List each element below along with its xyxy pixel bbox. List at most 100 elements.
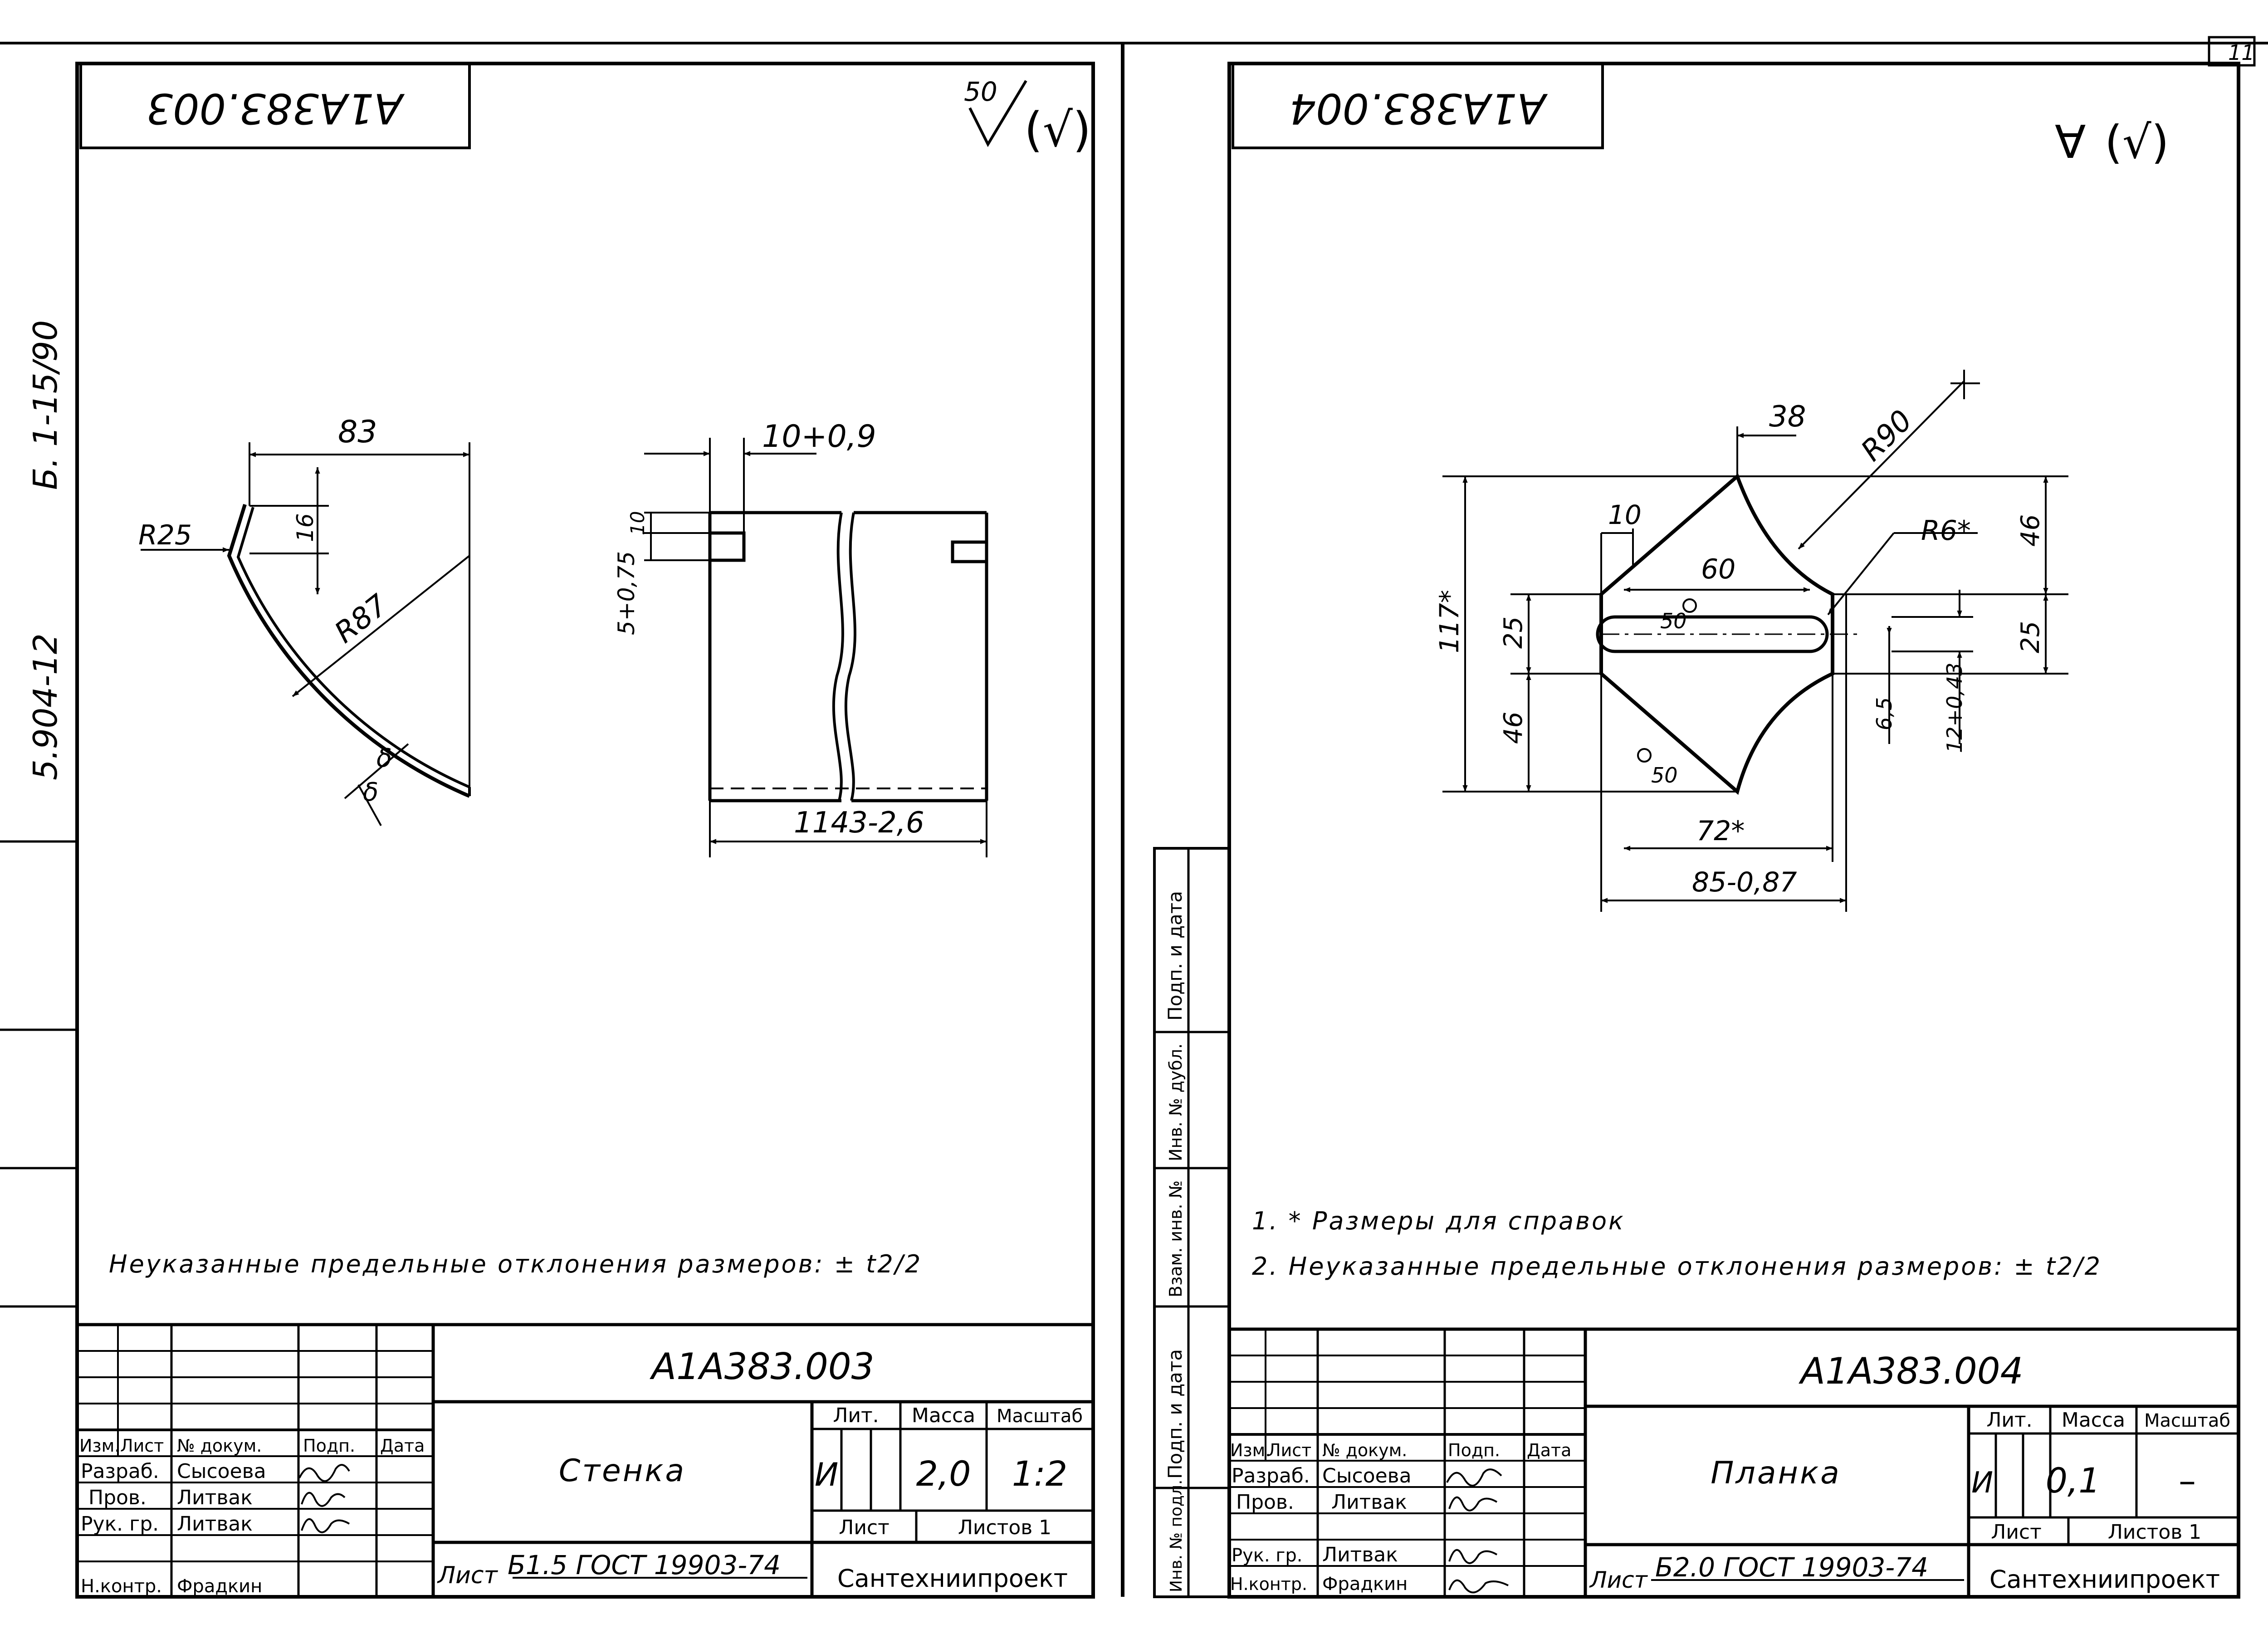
dim-25-left: 25 [1499, 616, 1528, 649]
left-tb-role-3: Рук. гр. [81, 1512, 159, 1536]
left-signature-1 [298, 1464, 350, 1482]
wall-development-view: 1143-2,6 10+0,9 10 5+0,75 [613, 419, 988, 857]
right-tb-mass-value: 0,1 [2046, 1460, 2101, 1501]
right-tb-h-date: Дата [1527, 1440, 1571, 1460]
dim-72: 72* [1696, 815, 1745, 847]
right-tb-role-2: Пров. [1236, 1491, 1294, 1514]
right-tb-material: Б2.0 ГОСТ 19903-74 [1655, 1552, 1928, 1583]
left-tb-lit-label: Лит. [833, 1404, 879, 1427]
left-tb-h-sign: Подп. [303, 1436, 355, 1456]
left-sheet: А1А383.003 50 (√) 83 16 R25 R87 δ [75, 62, 1095, 1599]
dim-25-right: 25 [2016, 621, 2045, 653]
left-tb-role-2: Пров. [88, 1486, 147, 1509]
left-tb-person-1: Сысоева [177, 1460, 266, 1483]
right-tb-h-sign: Подп. [1448, 1440, 1500, 1460]
right-tb-designation: А1А383.004 [1798, 1350, 2023, 1392]
right-signature-2 [1448, 1496, 1498, 1512]
left-tb-mass-value: 2,0 [916, 1453, 971, 1494]
right-sheet: Подп. и дата Инв. № дубл. Взам. инв. № П… [1121, 43, 2240, 1599]
left-tb-role-4: Н.контр. [81, 1576, 162, 1597]
side-stamp-1: Подп. и дата [1164, 891, 1186, 1021]
left-tb-person-2: Литвак [177, 1486, 253, 1509]
left-tb-h-date: Дата [380, 1436, 425, 1456]
right-signature-4 [1448, 1579, 1509, 1594]
dim-6-5: 6,5 [1872, 697, 1897, 730]
right-tb-person-2: Литвак [1331, 1491, 1407, 1514]
left-tb-person-3: Литвак [177, 1512, 253, 1536]
right-tb-scale-value: – [2179, 1460, 2196, 1501]
left-tb-sheet-label: Лист [839, 1516, 890, 1539]
dim-thickness-top: δ [376, 744, 392, 773]
margin-series: Б. 1-15/90 [26, 320, 64, 490]
right-tb-mass-label: Масса [2062, 1409, 2125, 1432]
left-tb-h-list: Лист [120, 1436, 164, 1456]
right-corner-code-box [1232, 62, 1604, 149]
dim-38: 38 [1769, 400, 1806, 434]
dim-10: 10 [1608, 499, 1642, 530]
left-tb-h-doc: № докум. [177, 1436, 262, 1456]
right-roughness-value: ∀ [2055, 116, 2086, 169]
dim-12: 12+0,43 [1942, 663, 1967, 753]
right-tb-name: Планка [1711, 1455, 1841, 1491]
side-stamp-2: Инв. № дубл. [1166, 1043, 1186, 1161]
wall-arc-view: 83 16 R25 R87 δ δ [138, 414, 471, 826]
right-signature-1 [1446, 1468, 1502, 1487]
left-corner-code: А1А383.003 [147, 84, 405, 133]
left-signature-3 [301, 1518, 350, 1533]
dim-16: 16 [292, 513, 318, 542]
right-tb-material-prefix: Лист [1589, 1567, 1648, 1593]
right-tb-h-izm: Изм. [1230, 1440, 1271, 1460]
dim-thickness-bottom: δ [363, 778, 378, 807]
right-note-1: 1. * Размеры для справок [1252, 1207, 1625, 1235]
dim-10-slot: 10 [626, 511, 649, 535]
rough-50-slot: 50 [1660, 609, 1687, 633]
roughness-mark-edge [1637, 748, 1652, 763]
left-corner-code-box [79, 62, 471, 149]
dim-46-left: 46 [1499, 712, 1528, 744]
dim-5-075: 5+0,75 [613, 551, 640, 635]
left-tb-mass-label: Масса [912, 1404, 975, 1427]
right-tb-person-4: Фрадкин [1322, 1574, 1408, 1595]
right-tb-person-3: Литвак [1322, 1543, 1398, 1566]
dim-r90: R90 [1855, 404, 1919, 468]
left-tb-h-izm: Изм. [79, 1436, 120, 1456]
right-roughness-tail: (√) [2105, 116, 2169, 169]
left-tb-material-prefix: Лист [437, 1562, 498, 1589]
right-tb-lit-label: Лит. [1986, 1409, 2032, 1432]
left-tb-designation: А1А383.003 [649, 1345, 874, 1388]
left-tb-lit-value: И [815, 1456, 838, 1493]
left-tb-sheets-label: Листов 1 [958, 1516, 1051, 1539]
right-corner-code: А1А383.004 [1290, 84, 1548, 133]
dim-117: 117* [1434, 590, 1465, 653]
left-sheet-frame [75, 62, 1095, 1599]
right-side-stamp: Подп. и дата Инв. № дубл. Взам. инв. № П… [1153, 847, 1231, 1598]
left-title-block: Изм. Лист № докум. Подп. Дата Разраб. Сы… [75, 1323, 1095, 1599]
roughness-mark-slot [1682, 598, 1697, 613]
right-signature-3 [1448, 1549, 1498, 1564]
right-roughness-sign: ∀ (√) [2055, 116, 2169, 169]
dim-r25: R25 [138, 519, 192, 551]
left-roughness-tail: (√) [1024, 102, 1091, 157]
right-tb-scale-label: Масштаб [2144, 1410, 2230, 1431]
dim-1143: 1143-2,6 [794, 806, 924, 840]
left-tb-scale-value: 1:2 [1012, 1453, 1067, 1494]
left-tb-scale-label: Масштаб [997, 1406, 1083, 1427]
right-tb-org: Сантехниипроект [1989, 1565, 2220, 1594]
right-tb-sheet-label: Лист [1991, 1521, 2042, 1544]
dim-46-right: 46 [2016, 514, 2045, 547]
right-tb-role-1: Разраб. [1232, 1464, 1310, 1487]
dim-10-09: 10+0,9 [762, 419, 876, 455]
plate-view: 38 R90 72* 85-0,87 10 60 R6* 46 [1434, 370, 2068, 912]
left-signature-2 [301, 1492, 346, 1507]
side-stamp-4: Подп. и дата [1164, 1349, 1186, 1479]
side-stamp-5: Инв. № подл. [1167, 1480, 1186, 1592]
right-tb-lit-value: И [1971, 1466, 1993, 1500]
right-tb-sheets-label: Листов 1 [2108, 1521, 2201, 1544]
left-roughness-value: 50 [964, 76, 997, 107]
left-tb-org: Сантехниипроект [837, 1564, 1068, 1593]
left-tb-material: Б1.5 ГОСТ 19903-74 [508, 1550, 781, 1580]
left-tb-role-1: Разраб. [81, 1460, 159, 1483]
right-title-block: Изм. Лист № докум. Подп. Дата Разраб. Сы… [1227, 1327, 2240, 1599]
left-roughness-sign: 50 (√) [964, 76, 1091, 157]
